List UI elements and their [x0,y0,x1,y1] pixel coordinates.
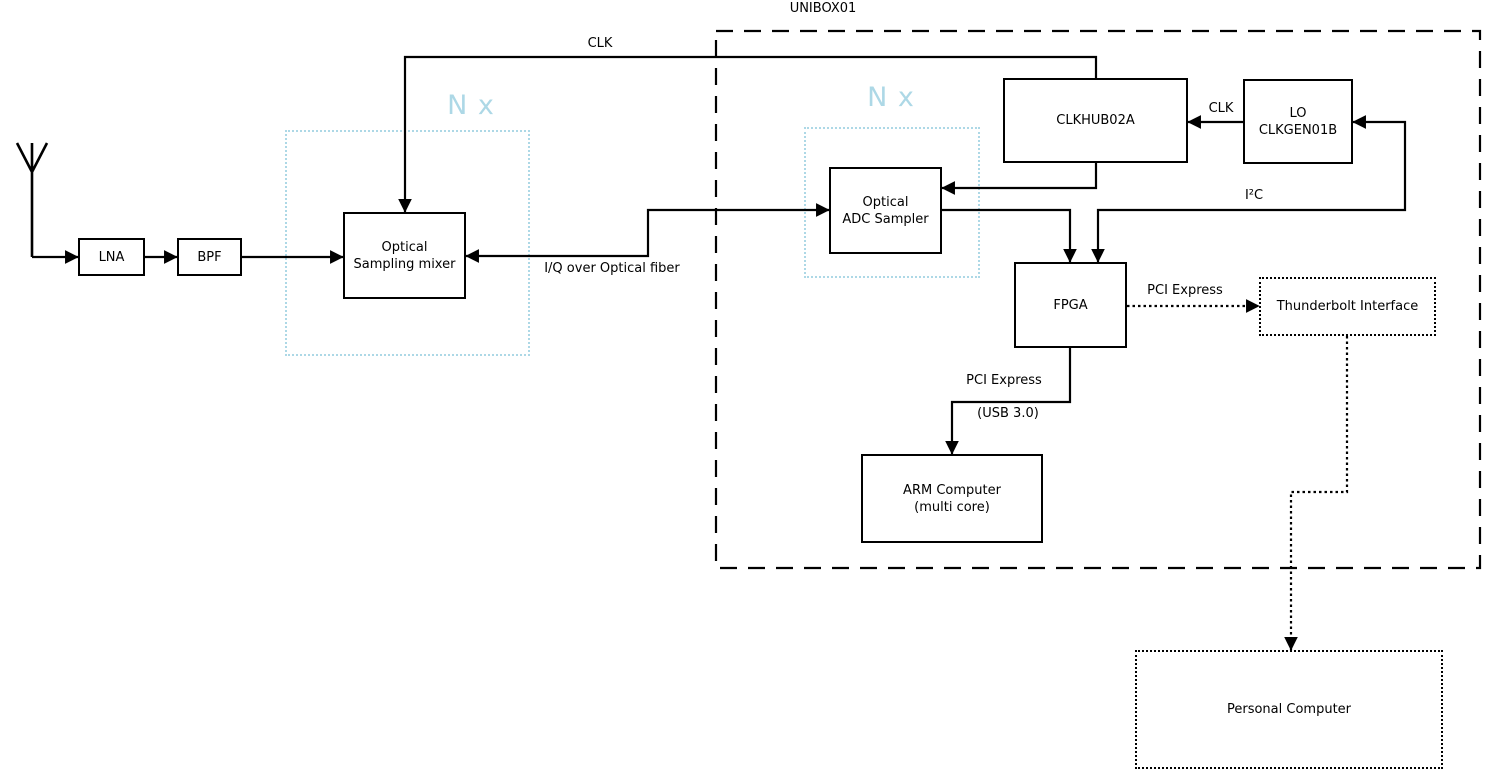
node-adc-label-line2: ADC Sampler [842,211,929,227]
fpga-to-arm-pcie-line [945,348,1072,455]
personal-computer-label: Personal Computer [1226,702,1352,717]
thunderbolt-interface-label: Thunderbolt Interface [1276,299,1419,314]
node-fpga: FPGA [1014,262,1127,348]
node-bpf-label: BPF [197,249,222,265]
i2c-bus-line [1091,115,1407,263]
thunderbolt-interface-box [1259,277,1436,336]
node-clkhub02a: CLKHUB02A [1003,78,1188,163]
iq-optical-fiber-link [465,203,830,263]
node-bpf: BPF [177,238,242,276]
node-mixer-label-line1: Optical [381,239,428,255]
node-optical-adc-sampler: Optical ADC Sampler [829,167,942,254]
clkhub-to-adc-line [941,163,1098,195]
nx-multiplier-label-mixer: N x [447,90,495,121]
node-lo-label-line2: CLKGEN01B [1258,122,1338,138]
node-arm-label-line2: (multi core) [914,499,990,515]
unibox01-title: UNIBOX01 [789,1,857,16]
antenna-icon [15,142,49,257]
node-optical-sampling-mixer: Optical Sampling mixer [343,212,466,299]
node-clkhub-label: CLKHUB02A [1056,113,1135,128]
node-arm-label-line1: ARM Computer [903,482,1001,498]
adc-to-fpga-line [942,208,1077,263]
node-arm-computer: ARM Computer (multi core) [861,454,1043,543]
node-lo-label-line1: LO [1289,105,1307,121]
nx-multiplier-region-adc [804,127,980,278]
personal-computer-box [1135,650,1443,769]
clk-lo-edge-label: CLK [1208,101,1234,116]
i2c-edge-label: I²C [1244,188,1264,203]
clk-distribution-line [398,55,1098,213]
node-lna-label: LNA [98,249,125,265]
pci-express-thunderbolt-label: PCI Express [1147,283,1223,298]
clk-main-edge-label: CLK [587,36,613,51]
node-lna: LNA [78,238,145,276]
thunderbolt-to-pc-line [1284,336,1349,651]
node-lo-clkgen01b: LO CLKGEN01B [1243,79,1353,164]
iq-fiber-edge-label: I/Q over Optical fiber [544,261,680,276]
node-mixer-label-line2: Sampling mixer [353,256,456,272]
usb30-edge-label: (USB 3.0) [977,406,1039,421]
unibox01-boundary [714,29,1482,570]
pci-express-arm-label: PCI Express [966,373,1042,388]
node-adc-label-line1: Optical [862,194,909,210]
nx-multiplier-label-adc: N x [867,82,915,113]
node-fpga-label: FPGA [1053,297,1088,313]
